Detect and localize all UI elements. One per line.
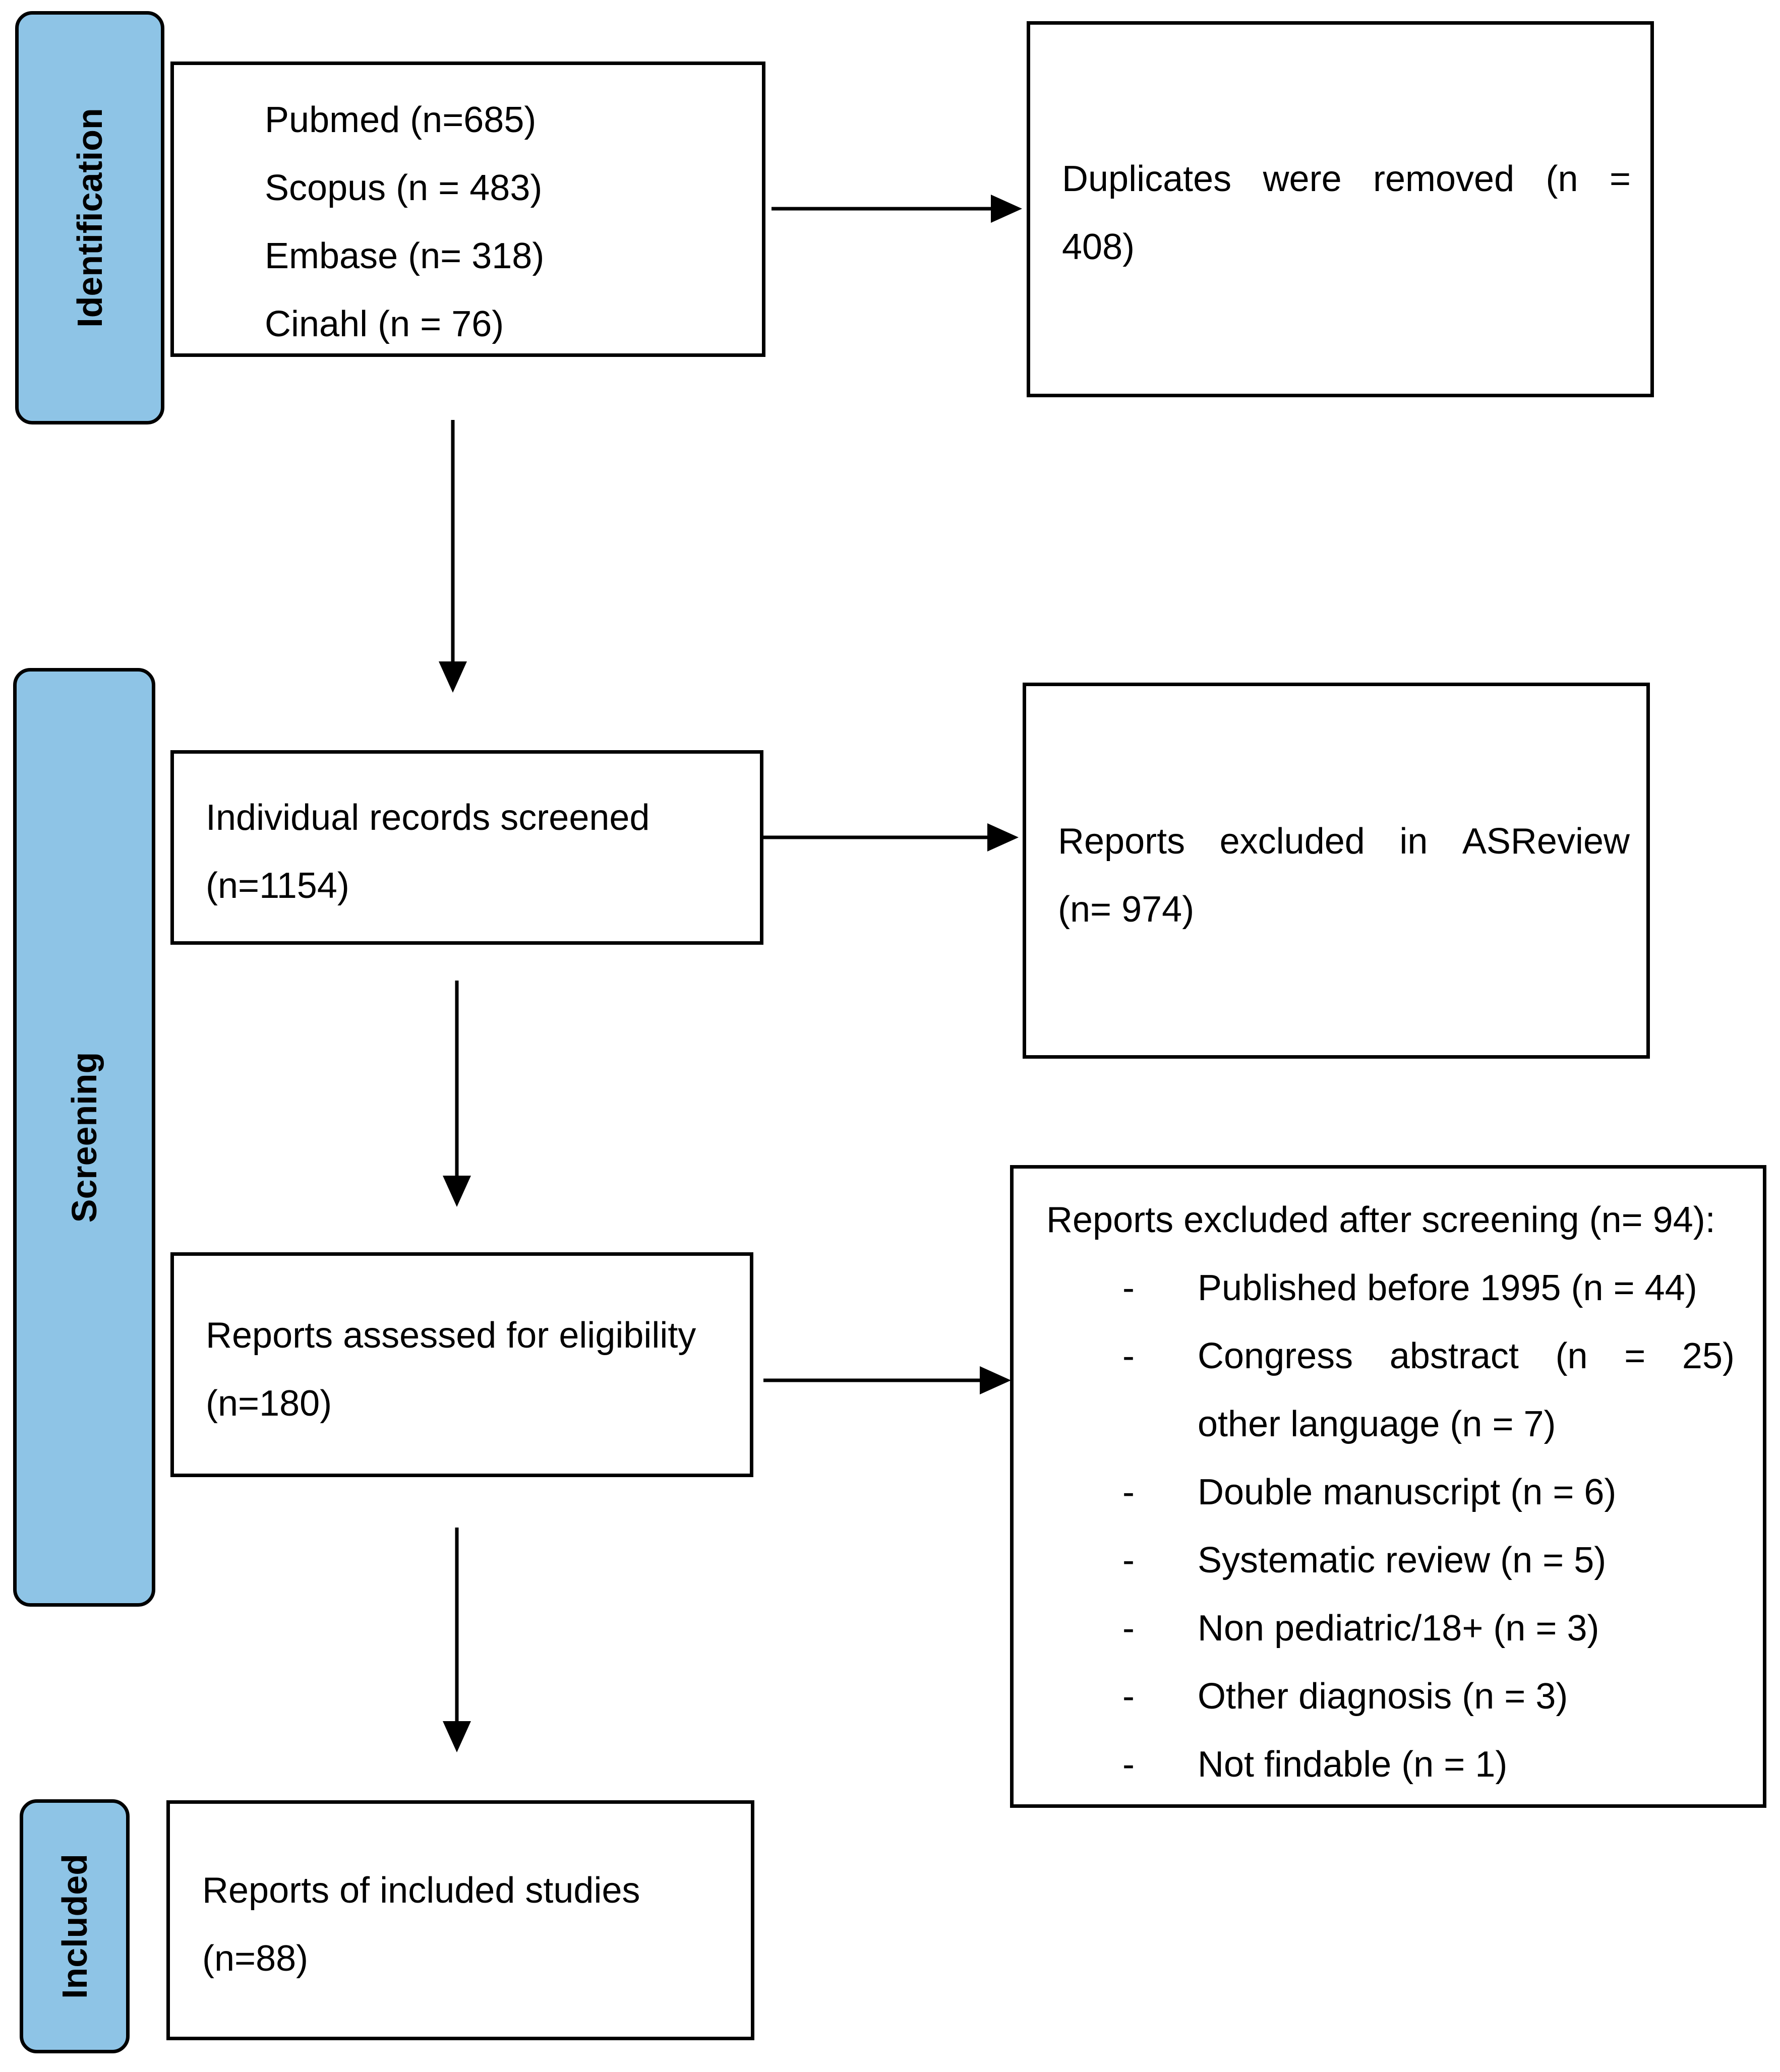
excluded-item: Non pediatric/18+ (n = 3) xyxy=(1198,1608,1599,1649)
excluded-item: Not findable (n = 1) xyxy=(1198,1744,1508,1785)
excluded-item: Systematic review (n = 5) xyxy=(1198,1540,1607,1580)
asreview-word: Reports xyxy=(1058,821,1185,862)
arrowhead-icon xyxy=(980,1366,1011,1394)
screened-box: Individual records screened (n=1154) xyxy=(170,750,763,945)
excluded-dash: - xyxy=(1122,1540,1135,1580)
eligibility-line-2: (n=180) xyxy=(206,1383,332,1424)
asreview-line-1: Reports excluded in ASReview xyxy=(1058,823,1630,860)
phase-identification: Identification xyxy=(15,11,164,424)
asreview-word: in xyxy=(1399,821,1428,862)
congress-word: (n xyxy=(1555,1336,1588,1376)
phase-included: Included xyxy=(20,1799,130,2053)
arrowhead-icon xyxy=(991,195,1022,223)
excluded-dash: - xyxy=(1122,1336,1135,1376)
included-line-2: (n=88) xyxy=(202,1938,309,1979)
congress-word: Congress xyxy=(1198,1336,1353,1376)
arrowhead-icon xyxy=(443,1176,471,1207)
duplicates-line-1: Duplicates were removed (n = xyxy=(1062,161,1631,197)
sources-box: Pubmed (n=685) Scopus (n = 483) Embase (… xyxy=(170,62,765,357)
congress-word: = xyxy=(1624,1336,1646,1376)
excluded-box: Reports excluded after screening (n= 94)… xyxy=(1010,1165,1766,1808)
screened-line-2: (n=1154) xyxy=(206,866,349,906)
asreview-box: Reports excluded in ASReview (n= 974) xyxy=(1023,683,1650,1059)
phase-screening: Screening xyxy=(13,668,155,1607)
excluded-dash: - xyxy=(1122,1472,1135,1512)
excluded-item: other language (n = 7) xyxy=(1198,1404,1556,1444)
duplicates-box: Duplicates were removed (n = 408) xyxy=(1027,21,1654,397)
duplicates-word: removed xyxy=(1373,159,1515,199)
eligibility-box: Reports assessed for eligibility (n=180) xyxy=(170,1252,753,1477)
congress-word: abstract xyxy=(1389,1336,1519,1376)
duplicates-word: were xyxy=(1263,159,1342,199)
asreview-line-2: (n= 974) xyxy=(1058,889,1195,930)
excluded-title: Reports excluded after screening (n= 94)… xyxy=(1046,1200,1715,1240)
arrowhead-icon xyxy=(987,823,1019,851)
source-scopus: Scopus (n = 483) xyxy=(265,168,543,208)
duplicates-word: Duplicates xyxy=(1062,159,1232,199)
eligibility-line-1: Reports assessed for eligibility xyxy=(206,1315,696,1356)
excluded-item: Published before 1995 (n = 44) xyxy=(1198,1268,1697,1308)
duplicates-word: (n xyxy=(1546,159,1578,199)
excluded-dash: - xyxy=(1122,1744,1135,1785)
asreview-word: ASReview xyxy=(1462,821,1630,862)
excluded-item: Double manuscript (n = 6) xyxy=(1198,1472,1617,1512)
arrowhead-icon xyxy=(439,661,467,693)
excluded-dash: - xyxy=(1122,1608,1135,1649)
excluded-dash: - xyxy=(1122,1268,1135,1308)
arrowhead-icon xyxy=(443,1721,471,1752)
included-box: Reports of included studies (n=88) xyxy=(166,1800,754,2040)
source-cinahl: Cinahl (n = 76) xyxy=(265,304,504,344)
excluded-item: Other diagnosis (n = 3) xyxy=(1198,1676,1568,1717)
excluded-dash: - xyxy=(1122,1676,1135,1717)
congress-word: 25) xyxy=(1682,1336,1735,1376)
asreview-word: excluded xyxy=(1219,821,1365,862)
screened-line-1: Individual records screened xyxy=(206,798,650,838)
duplicates-word: = xyxy=(1609,159,1631,199)
included-line-1: Reports of included studies xyxy=(202,1870,640,1911)
source-embase: Embase (n= 318) xyxy=(265,236,545,276)
excluded-item-congress: Congress abstract (n = 25) xyxy=(1198,1338,1735,1374)
source-pubmed: Pubmed (n=685) xyxy=(265,100,537,140)
duplicates-line-2: 408) xyxy=(1062,227,1135,267)
